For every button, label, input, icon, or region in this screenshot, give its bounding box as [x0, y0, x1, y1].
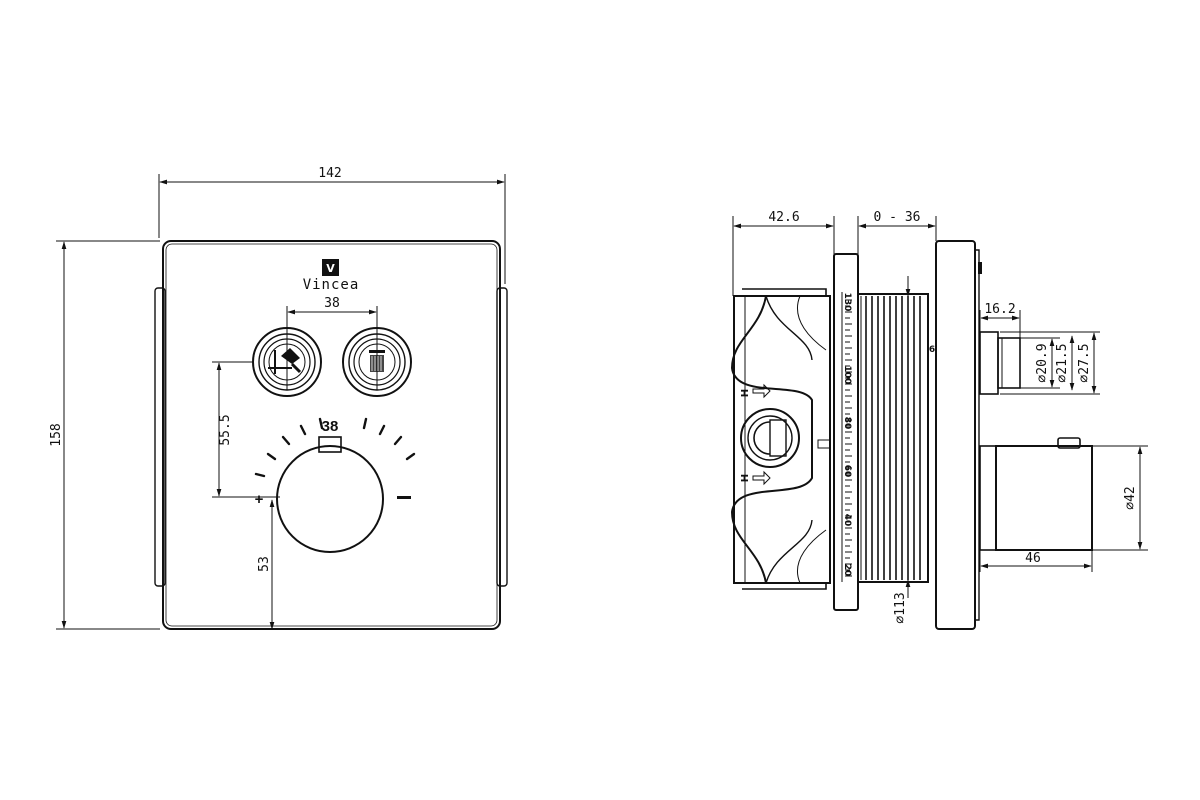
cover-plate	[162, 240, 501, 630]
thermostat-knob[interactable]	[276, 436, 384, 553]
front-view: V Vincea	[49, 166, 508, 630]
temperature-scale	[254, 417, 416, 478]
depth-scale-flange: 20 40 60 80 100 130	[833, 253, 859, 611]
svg-text:H: H	[740, 474, 751, 482]
dim-shaft-diameters: ∅20.9 ∅21.5 ∅27.5	[1000, 331, 1100, 395]
knob-temperature-label: 38	[322, 418, 339, 435]
dim-adjust: 0 - 36	[857, 210, 937, 254]
svg-text:130: 130	[842, 293, 852, 312]
threaded-sleeve	[858, 276, 929, 598]
dim-shaft-length: 16.2	[979, 302, 1021, 338]
svg-text:∅42: ∅42	[1123, 486, 1138, 509]
svg-text:158: 158	[49, 423, 64, 446]
dim-handle-diameter: ∅42	[1092, 445, 1148, 551]
svg-text:20: 20	[842, 564, 852, 577]
side-view: H H 20 40 60 80 100 130	[730, 210, 1148, 630]
svg-text:42.6: 42.6	[768, 210, 799, 225]
diverter-shaft	[979, 331, 1021, 395]
svg-text:16.2: 16.2	[984, 302, 1015, 317]
dim-width: 142	[158, 166, 506, 284]
dim-flange-diameter: ∅113	[893, 592, 908, 623]
plus-symbol: +	[255, 491, 264, 508]
right-rib	[496, 287, 508, 587]
cover-plate-side: 6	[929, 240, 982, 630]
minus-symbol	[397, 496, 411, 499]
dim-height: 158	[49, 240, 160, 630]
svg-text:40: 40	[842, 514, 852, 527]
svg-text:53: 53	[257, 556, 272, 572]
svg-text:H: H	[740, 389, 751, 397]
dim-button-height: 55.5	[212, 361, 280, 498]
svg-text:∅27.5: ∅27.5	[1077, 343, 1092, 382]
svg-text:6: 6	[929, 345, 935, 355]
svg-text:46: 46	[1025, 551, 1041, 566]
svg-text:60: 60	[842, 465, 852, 478]
svg-text:142: 142	[318, 166, 341, 181]
svg-text:∅113: ∅113	[893, 592, 908, 623]
svg-text:0 - 36: 0 - 36	[874, 210, 921, 225]
svg-text:∅21.5: ∅21.5	[1055, 343, 1070, 382]
brand-logo-mark: V	[326, 262, 335, 275]
svg-text:100: 100	[842, 366, 852, 385]
svg-text:80: 80	[842, 417, 852, 430]
dim-handle-length: 46	[979, 550, 1093, 572]
valve-body: H H	[730, 288, 831, 590]
left-rib	[154, 287, 166, 587]
dim-depth: 42.6	[732, 210, 835, 296]
svg-text:55.5: 55.5	[218, 414, 233, 445]
cover-plate-inner	[165, 243, 498, 627]
dim-knob-height: 53	[257, 499, 275, 630]
svg-text:∅20.9: ∅20.9	[1035, 343, 1050, 382]
brand-name: Vincea	[303, 277, 360, 293]
brand-logo	[322, 259, 339, 276]
svg-text:38: 38	[324, 296, 340, 311]
hand-shower-icon	[268, 348, 302, 374]
dim-button-spacing: 38	[286, 296, 378, 390]
thermostat-handle-side	[979, 437, 1093, 551]
